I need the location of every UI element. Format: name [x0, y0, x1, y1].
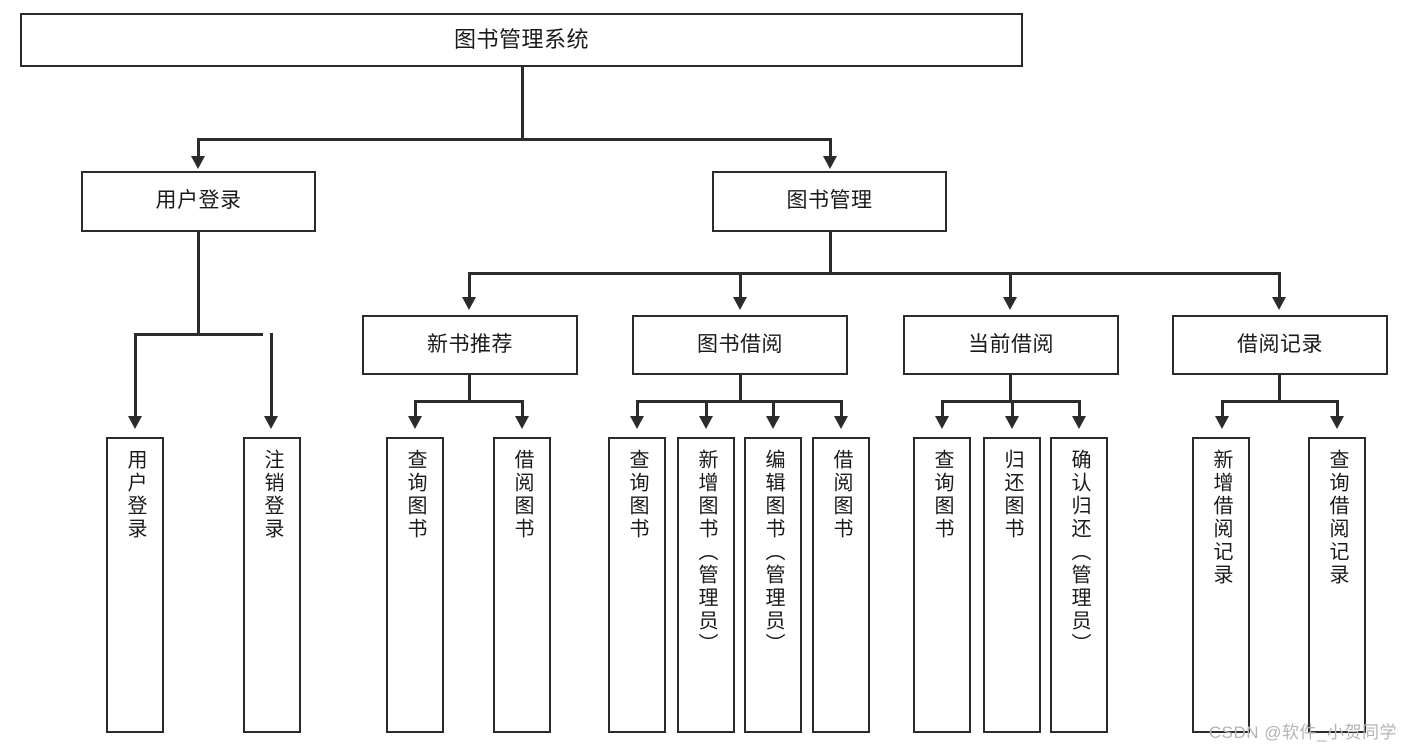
connector-book-borrow-leaf-2	[705, 400, 708, 418]
connector-current-borrow-stem	[1009, 375, 1012, 402]
connector-current-borrow-leaf-1	[941, 400, 944, 418]
connector-user-login-leaf-2	[270, 333, 273, 418]
connector-new-book-recommend-leaf-2	[521, 400, 524, 418]
node-label: 图书管理系统	[453, 27, 589, 53]
connector-user-login-bus	[134, 333, 263, 336]
arrowhead-to-new-book-recommend	[462, 297, 476, 310]
arrowhead-to-borrow-record	[1272, 297, 1286, 310]
node-label: 新增图书（管理员）	[695, 449, 717, 656]
leaf-return-book[interactable]: 归还图书	[983, 437, 1041, 733]
node-label: 归还图书	[1001, 449, 1023, 541]
arrowhead-new-book-recommend-leaf-1	[408, 416, 422, 429]
leaf-query-book-current[interactable]: 查询图书	[913, 437, 971, 733]
connector-borrow-record-leaf-2	[1336, 400, 1339, 418]
leaf-add-book-admin[interactable]: 新增图书（管理员）	[677, 437, 735, 733]
arrowhead-to-user-login	[191, 156, 205, 169]
connector-to-current-borrow	[1009, 272, 1012, 299]
connector-to-borrow-record	[1278, 272, 1281, 299]
arrowhead-book-borrow-leaf-1	[630, 416, 644, 429]
leaf-query-book-borrow[interactable]: 查询图书	[608, 437, 666, 733]
node-label: 图书借阅	[697, 332, 783, 356]
connector-current-borrow-leaf-2	[1011, 400, 1014, 418]
arrowhead-user-login-leaf-2	[264, 416, 278, 429]
node-label: 用户登录	[155, 189, 242, 213]
node-user-login[interactable]: 用户登录	[81, 171, 316, 232]
connector-to-user-login	[197, 138, 200, 158]
node-current-borrow[interactable]: 当前借阅	[903, 315, 1119, 375]
connector-book-borrow-leaf-4	[840, 400, 843, 418]
node-label: 借阅记录	[1237, 332, 1323, 356]
node-book-borrow[interactable]: 图书借阅	[632, 315, 848, 375]
node-label: 确认归还（管理员）	[1068, 449, 1090, 656]
connector-new-book-recommend-leaf-1	[414, 400, 417, 418]
arrowhead-to-book-borrow	[733, 297, 747, 310]
leaf-edit-book-admin[interactable]: 编辑图书（管理员）	[744, 437, 802, 733]
leaf-logout[interactable]: 注销登录	[243, 437, 301, 733]
node-label: 用户登录	[124, 449, 146, 541]
arrowhead-borrow-record-leaf-1	[1215, 416, 1229, 429]
arrowhead-to-current-borrow	[1003, 297, 1017, 310]
connector-book-borrow-leaf-1	[636, 400, 639, 418]
node-label: 查询借阅记录	[1326, 449, 1348, 587]
connector-to-book-management	[829, 138, 832, 158]
node-label: 新增借阅记录	[1210, 449, 1232, 587]
node-root-book-management-system[interactable]: 图书管理系统	[20, 13, 1023, 67]
leaf-query-book-recommend[interactable]: 查询图书	[386, 437, 444, 733]
arrowhead-book-borrow-leaf-3	[766, 416, 780, 429]
arrowhead-new-book-recommend-leaf-2	[515, 416, 529, 429]
connector-root-bus	[197, 138, 831, 141]
node-book-management[interactable]: 图书管理	[712, 171, 947, 232]
arrowhead-current-borrow-leaf-1	[935, 416, 949, 429]
leaf-user-login[interactable]: 用户登录	[106, 437, 164, 733]
connector-book-borrow-leaf-3	[772, 400, 775, 418]
node-label: 新书推荐	[427, 332, 513, 356]
connector-user-login-leaf-1	[134, 333, 137, 418]
connector-borrow-record-bus	[1221, 400, 1338, 403]
connector-current-borrow-leaf-3	[1078, 400, 1081, 418]
node-borrow-record[interactable]: 借阅记录	[1172, 315, 1388, 375]
arrowhead-borrow-record-leaf-2	[1330, 416, 1344, 429]
node-label: 查询图书	[626, 449, 648, 541]
leaf-add-borrow-record[interactable]: 新增借阅记录	[1192, 437, 1250, 733]
node-new-book-recommend[interactable]: 新书推荐	[362, 315, 578, 375]
node-label: 当前借阅	[968, 332, 1054, 356]
connector-book-borrow-bus	[636, 400, 843, 403]
arrowhead-to-book-management	[823, 156, 837, 169]
connector-user-login-stem	[197, 232, 200, 335]
leaf-borrow-book-recommend[interactable]: 借阅图书	[493, 437, 551, 733]
leaf-confirm-return-admin[interactable]: 确认归还（管理员）	[1050, 437, 1108, 733]
node-label: 查询图书	[931, 449, 953, 541]
connector-new-book-recommend-stem	[468, 375, 471, 402]
connector-root-stem	[521, 67, 524, 140]
connector-new-book-recommend-bus	[414, 400, 524, 403]
node-label: 注销登录	[261, 449, 283, 541]
node-label: 查询图书	[404, 449, 426, 541]
connector-book-management-stem	[829, 232, 832, 274]
arrowhead-book-borrow-leaf-2	[699, 416, 713, 429]
leaf-query-borrow-record[interactable]: 查询借阅记录	[1308, 437, 1366, 733]
node-label: 图书管理	[786, 189, 873, 213]
arrowhead-current-borrow-leaf-3	[1072, 416, 1086, 429]
connector-level3-bus	[468, 272, 1280, 275]
connector-borrow-record-leaf-1	[1221, 400, 1224, 418]
arrowhead-current-borrow-leaf-2	[1005, 416, 1019, 429]
node-label: 借阅图书	[830, 449, 852, 541]
connector-book-borrow-stem	[739, 375, 742, 402]
connector-to-book-borrow	[739, 272, 742, 299]
node-label: 编辑图书（管理员）	[762, 449, 784, 656]
connector-borrow-record-stem	[1278, 375, 1281, 402]
arrowhead-user-login-leaf-1	[128, 416, 142, 429]
arrowhead-book-borrow-leaf-4	[834, 416, 848, 429]
connector-to-new-book-recommend	[468, 272, 471, 299]
node-label: 借阅图书	[511, 449, 533, 541]
leaf-borrow-book[interactable]: 借阅图书	[812, 437, 870, 733]
